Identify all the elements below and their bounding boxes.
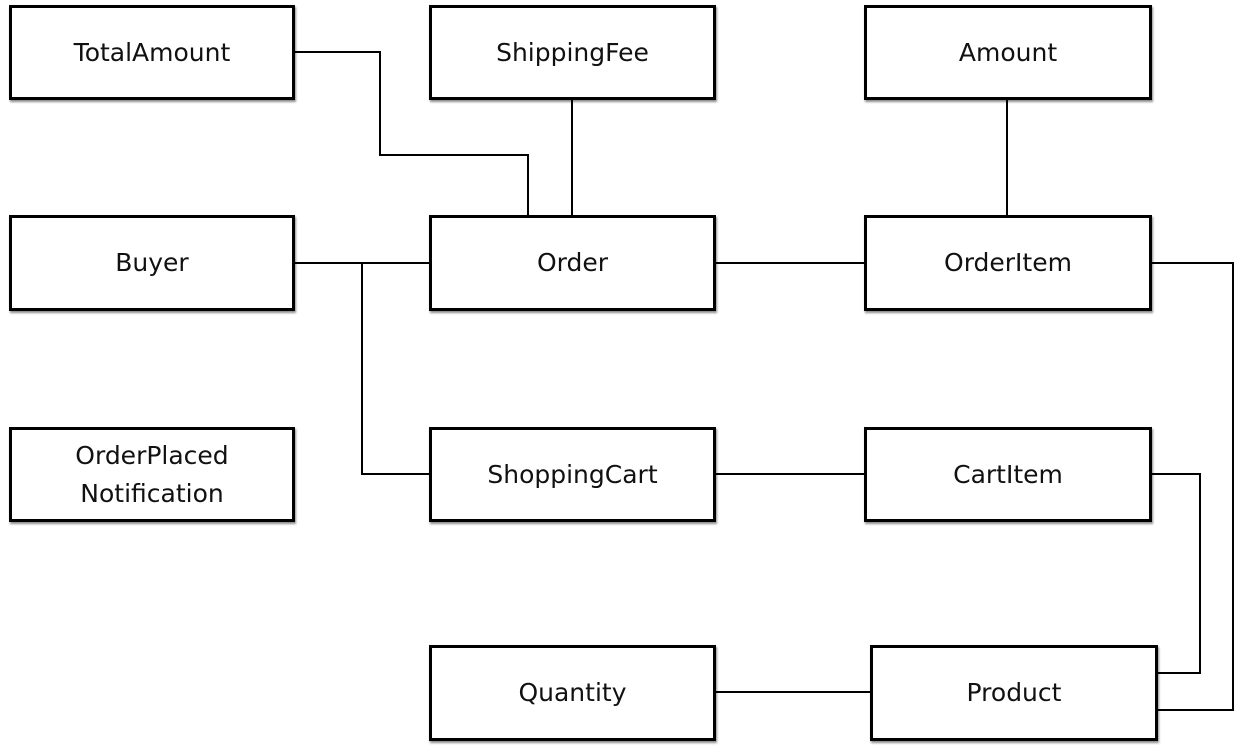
entity-shoppingcart: ShoppingCart bbox=[429, 427, 716, 522]
entity-cartitem: CartItem bbox=[864, 427, 1152, 522]
entity-label-stack: OrderPlaced Notification bbox=[75, 437, 228, 513]
entity-product: Product bbox=[870, 645, 1158, 741]
entity-totalamount: TotalAmount bbox=[9, 5, 295, 100]
entity-buyer: Buyer bbox=[9, 215, 295, 311]
connector-orderitem-product bbox=[1152, 262, 1234, 711]
entity-shippingfee: ShippingFee bbox=[429, 5, 716, 100]
entity-label: OrderItem bbox=[944, 248, 1072, 277]
entity-label-line-1: OrderPlaced bbox=[75, 440, 229, 470]
connector-totalamount-order bbox=[295, 51, 529, 215]
entity-amount: Amount bbox=[864, 5, 1152, 100]
entity-quantity: Quantity bbox=[429, 645, 716, 741]
entity-orderplacednotification: OrderPlaced Notification bbox=[9, 427, 295, 522]
connector-cartitem-product bbox=[1152, 473, 1201, 674]
entity-label-line-2: Notification bbox=[80, 478, 224, 508]
entity-label: Amount bbox=[958, 37, 1058, 67]
entity-label: ShoppingCart bbox=[487, 459, 658, 489]
entity-label: ShippingFee bbox=[496, 37, 649, 67]
entity-orderitem: OrderItem bbox=[864, 215, 1152, 311]
entity-label: Order bbox=[536, 248, 609, 277]
entity-label: CartItem bbox=[953, 459, 1063, 489]
entity-label: TotalAmount bbox=[73, 37, 231, 67]
connector-buyer-shoppingcart bbox=[361, 263, 429, 475]
entity-label: Quantity bbox=[518, 678, 627, 707]
entity-label: Buyer bbox=[115, 248, 189, 277]
entity-label: Product bbox=[966, 678, 1062, 707]
entity-order: Order bbox=[429, 215, 716, 311]
